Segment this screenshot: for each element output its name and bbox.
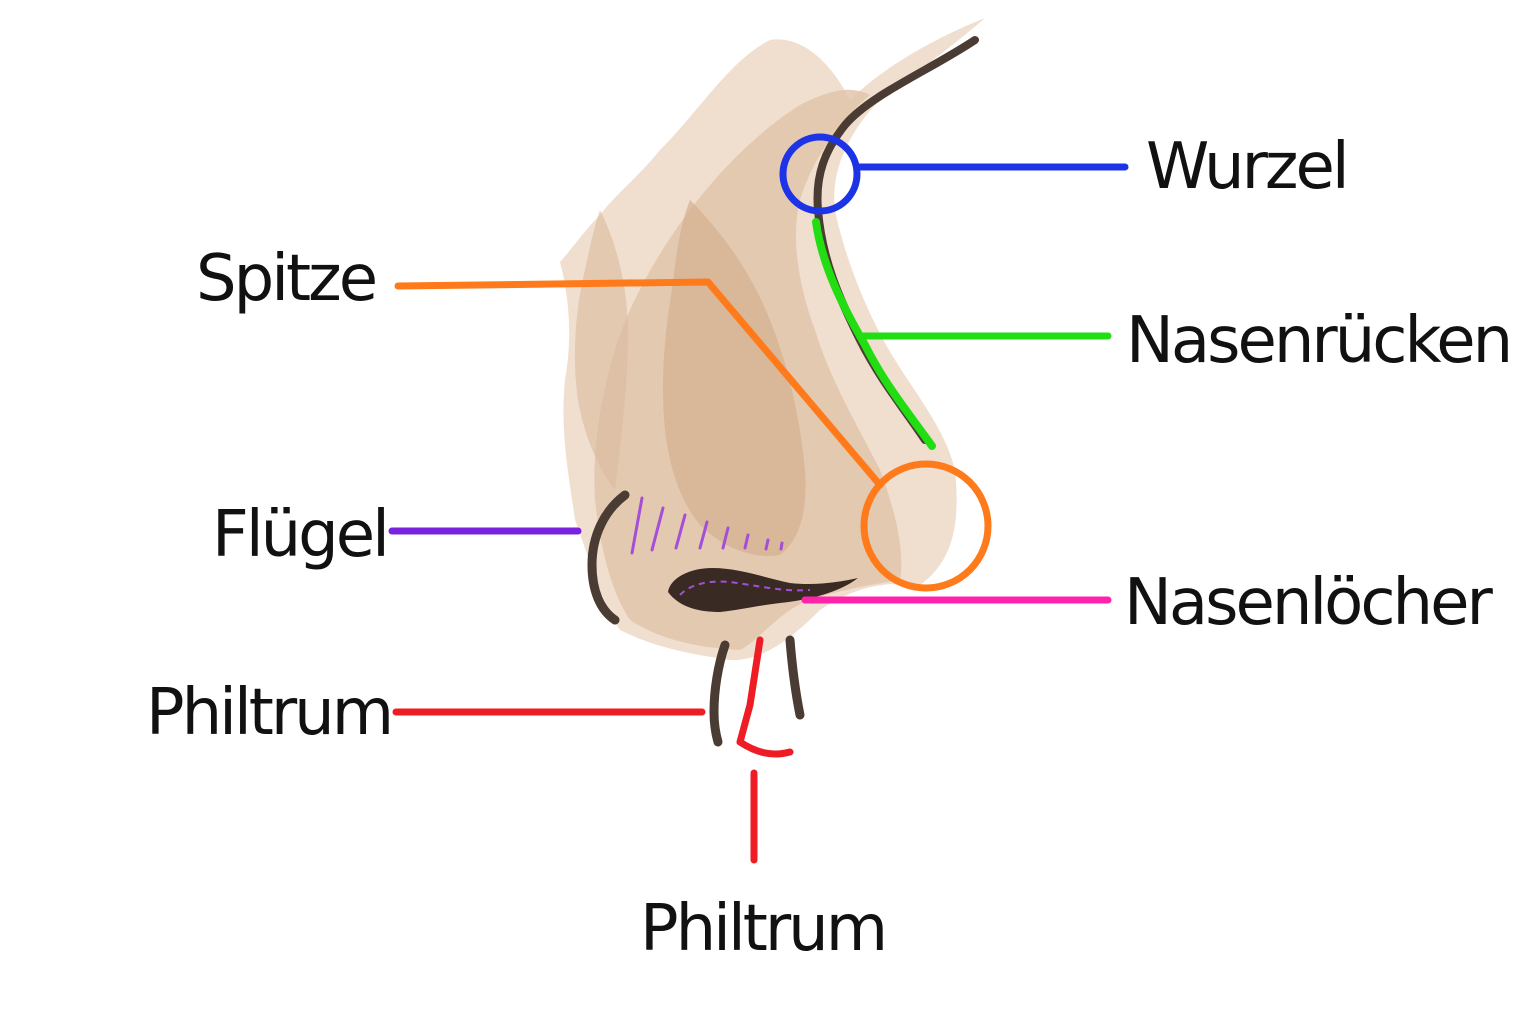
bridge-marker	[812, 218, 1112, 450]
tip-marker	[394, 278, 992, 592]
columella-left-line	[709, 640, 730, 747]
label-philtrum-left: Philtrum	[146, 676, 391, 750]
label-bridge: Nasenrücken	[1126, 304, 1510, 378]
label-wing: Flügel	[212, 498, 387, 572]
root-circle	[779, 133, 861, 215]
bridge-highlight-line	[812, 218, 936, 450]
label-tip: Spitze	[196, 242, 375, 316]
philtrum-bracket	[736, 636, 794, 758]
label-nostrils: Nasenlöcher	[1124, 566, 1493, 640]
nostril-highlight	[679, 580, 811, 596]
nose-illustration	[560, 18, 985, 747]
tip-circle	[860, 460, 992, 592]
label-philtrum-bottom: Philtrum	[640, 892, 885, 966]
philtrum-bottom-marker	[736, 636, 794, 864]
nose-wing-outline	[587, 490, 630, 625]
columella-right-line	[785, 635, 805, 720]
tip-leader-line	[394, 278, 884, 489]
skin-shadow	[662, 200, 806, 556]
label-root: Wurzel	[1146, 130, 1347, 204]
root-marker	[779, 133, 1129, 215]
wing-hatching	[630, 496, 784, 555]
nostril-shape	[668, 568, 858, 612]
